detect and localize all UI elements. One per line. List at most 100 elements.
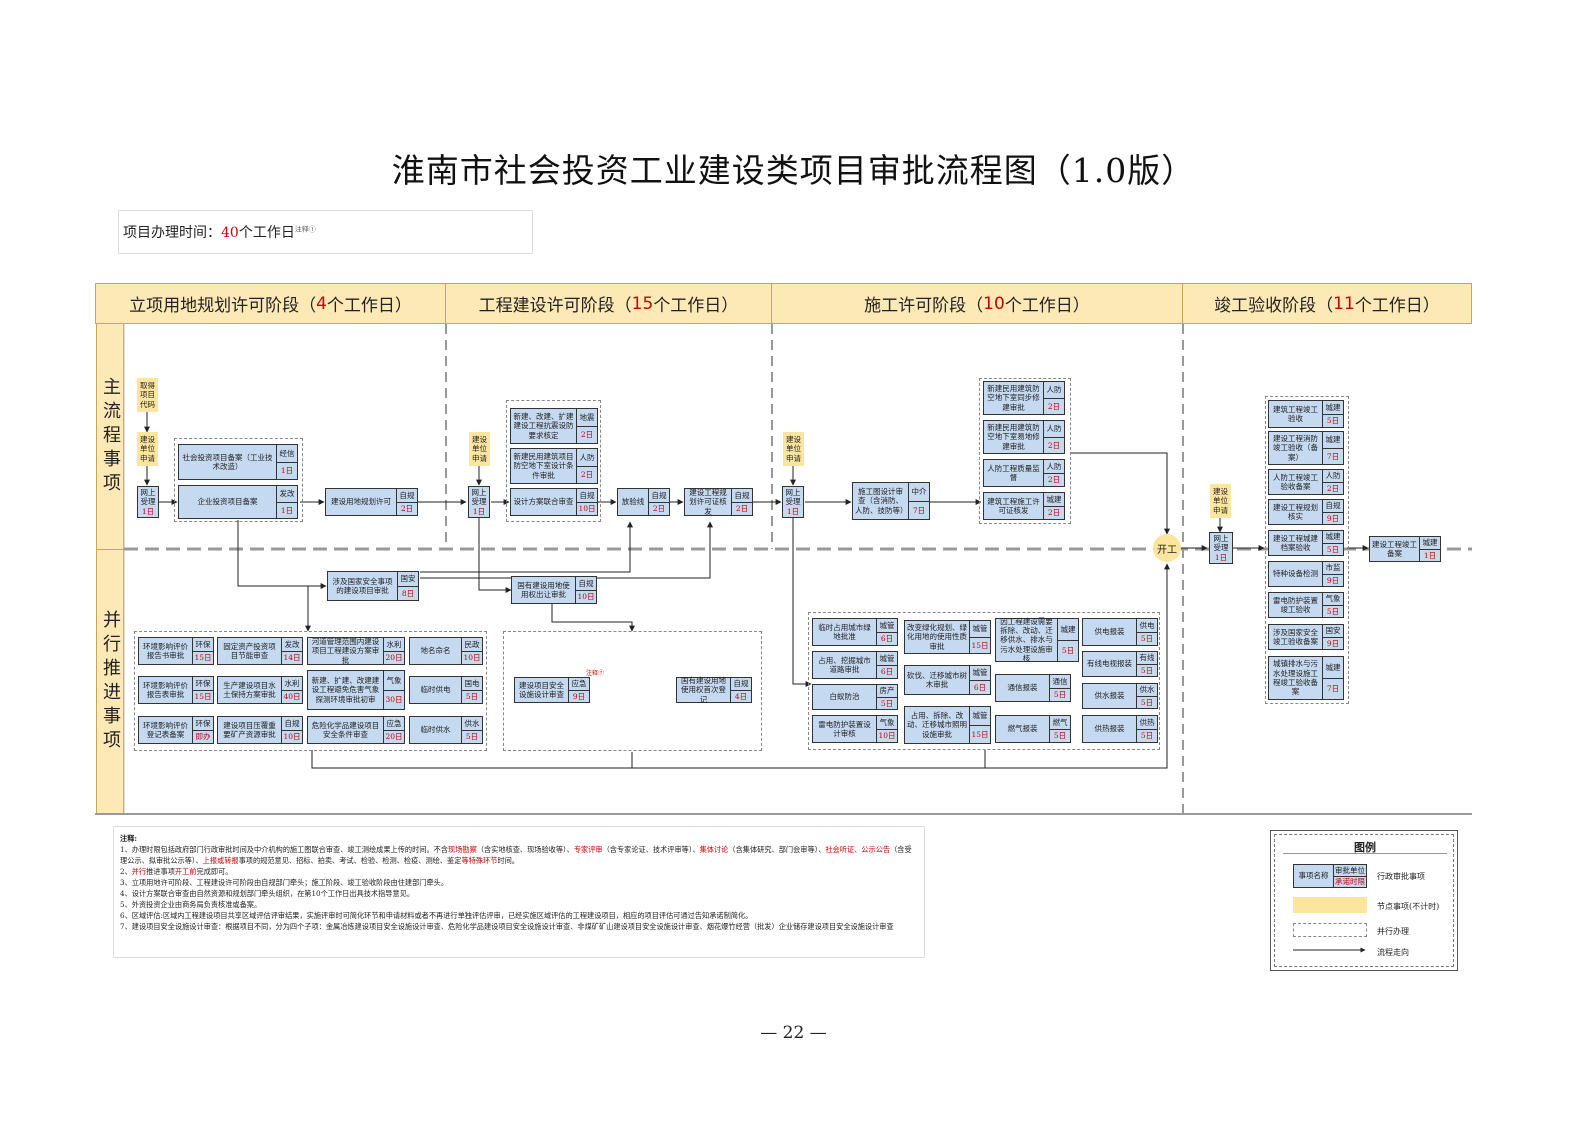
group-parallel-1 (134, 631, 487, 751)
note-7-marker: 注释⑦ (586, 670, 605, 677)
group-parallel-2 (503, 631, 762, 751)
legend-item-node: 节点事项(不计时) (1377, 902, 1440, 911)
time-days: 40 (221, 225, 239, 241)
notes-heading: 注释: (120, 834, 138, 843)
legend-dash-swatch (1293, 923, 1367, 937)
group-construction-permit (979, 378, 1071, 524)
legend-item-flow: 流程走向 (1377, 948, 1409, 957)
group-parallel-3 (808, 612, 1160, 750)
page-title: 淮南市社会投资工业建设类项目审批流程图（1.0版） (391, 151, 1196, 190)
node-apply-4: 建设单位申请 (1210, 484, 1231, 518)
note-4: 4、设计方案联合审查由自然资源和规划部门牵头组织，在第10个工作日出具技术指导意… (120, 889, 415, 898)
note-6: 6、区域评估:区域内工程建设项目共享区域评估评审结果，实施评审时可简化环节和申请… (120, 911, 753, 920)
row-header-parallel: 并行推进事项 (96, 549, 124, 814)
page-number: — 22 — (760, 1023, 827, 1043)
legend-arrow-icon (1293, 947, 1366, 953)
time-label: 项目办理时间： (123, 225, 221, 241)
node-project-code: 取得项目代码 (137, 378, 158, 412)
node-apply-2: 建设单位申请 (469, 432, 490, 466)
note-1: 1、办理时限包括政府部门行政审批时间及中介机构的施工图联合审查、竣工测绘成果上传… (120, 845, 912, 865)
note-7: 7、建设项目安全设施设计审查：根据项目不同，分为四个子项：金属冶炼建设项目安全设… (120, 922, 894, 931)
legend-item-admin: 行政审批事项 (1377, 872, 1425, 881)
node-start-construction: 开工 (1153, 534, 1181, 562)
legend-node-swatch (1293, 897, 1367, 913)
legend: 图例 事项名称 审批单位承诺时限 行政审批事项 节点事项(不计时) 并行办理 流… (1270, 830, 1458, 971)
note-2: 2、并行推进事项开工前完成即可。 (120, 867, 233, 876)
group-completion (1265, 396, 1349, 704)
legend-item-parallel: 并行办理 (1377, 927, 1409, 936)
legend-sample-box: 事项名称 审批单位承诺时限 (1293, 864, 1367, 888)
row-header-main: 主流程事项 (96, 323, 124, 550)
project-time-box: 项目办理时间：40个工作日注释① (118, 210, 533, 254)
group-filing (174, 438, 303, 522)
time-unit: 个工作日 (238, 225, 295, 241)
note-3: 3、立项用地许可阶段、工程建设许可阶段由自规部门牵头；施工阶段、竣工验收阶段由住… (120, 878, 449, 887)
group-design (506, 400, 601, 522)
node-apply-1: 建设单位申请 (137, 432, 158, 466)
legend-title: 图例 (1354, 841, 1376, 854)
node-apply-3: 建设单位申请 (783, 432, 804, 466)
notes-block: 注释: 1、办理时限包括政府部门行政审批时间及中介机构的施工图联合审查、竣工测绘… (113, 826, 925, 958)
box-eia-registration: 环境影响评价登记表备案环保即办 (138, 716, 214, 744)
time-note: 注释① (294, 225, 316, 234)
